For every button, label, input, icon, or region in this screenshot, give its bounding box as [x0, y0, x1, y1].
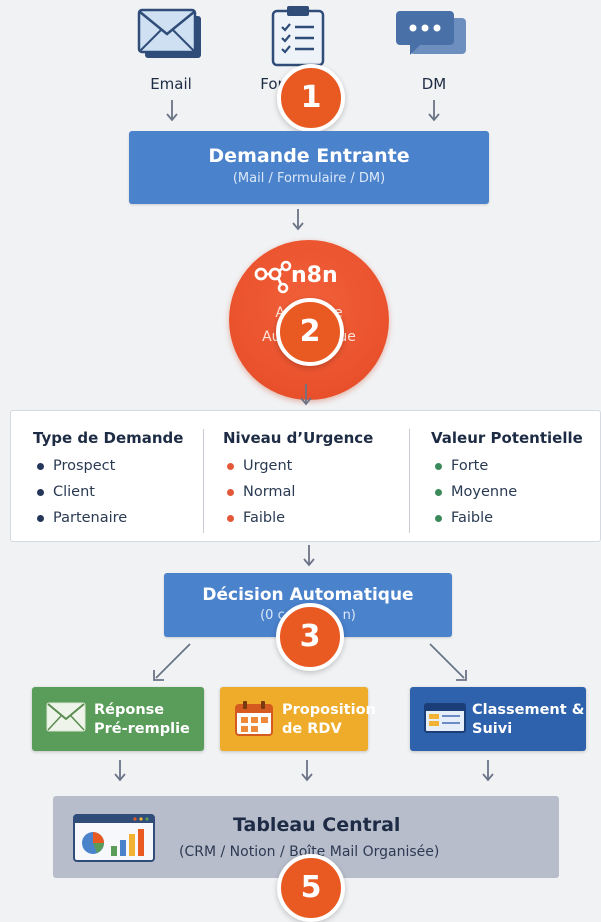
- action-label-line2: de RDV: [282, 721, 342, 737]
- list-item: Forte: [431, 453, 583, 479]
- arrow-down-icon: [291, 209, 305, 231]
- list-item: Partenaire: [33, 505, 183, 531]
- list-item: Client: [33, 479, 183, 505]
- bullet-dot: [227, 515, 234, 522]
- bullet-dot: [435, 515, 442, 522]
- chat-bubble-icon: [396, 8, 468, 68]
- column-title: Valeur Potentielle: [431, 429, 583, 447]
- arrow-down-icon: [427, 100, 441, 122]
- bullet-dot: [37, 515, 44, 522]
- clipboard-checklist-icon: [270, 5, 328, 71]
- column-divider: [203, 429, 204, 533]
- source-label-email: Email: [150, 75, 192, 93]
- source-label-dm: DM: [421, 75, 447, 93]
- incoming-request-subtitle: (Mail / Formulaire / DM): [232, 171, 386, 186]
- step-badge-2: 2: [276, 298, 344, 366]
- list-item: Faible: [223, 505, 373, 531]
- envelope-icon: [137, 8, 205, 66]
- bullet-dot: [435, 463, 442, 470]
- central-dashboard-title: Tableau Central: [233, 814, 401, 836]
- bullet-dot: [37, 463, 44, 470]
- classification-column-value: Valeur Potentielle Forte Moyenne Faible: [431, 429, 583, 531]
- arrow-down-icon: [481, 760, 495, 782]
- dashboard-chart-icon: [73, 814, 155, 866]
- action-prefilled-reply: Réponse Pré-remplie: [32, 687, 204, 751]
- list-item: Moyenne: [431, 479, 583, 505]
- calendar-icon: [234, 701, 274, 741]
- arrow-down-icon: [299, 384, 313, 406]
- step-badge-3: 3: [276, 603, 344, 671]
- action-appointment-proposal: Proposition de RDV: [220, 687, 376, 751]
- action-label-line1: Proposition: [282, 702, 376, 718]
- classification-column-type: Type de Demande Prospect Client Partenai…: [33, 429, 183, 531]
- action-label-line2: Pré-remplie: [94, 721, 190, 737]
- n8n-logo-icon: [253, 258, 293, 302]
- step-badge-5: 5: [277, 854, 345, 922]
- branch-arrows: [153, 643, 467, 681]
- classification-panel: Type de Demande Prospect Client Partenai…: [10, 410, 601, 542]
- central-dashboard-subtitle: (CRM / Notion / Boîte Mail Organisée): [179, 844, 440, 860]
- arrow-down-icon: [302, 545, 316, 567]
- list-item: Normal: [223, 479, 373, 505]
- action-filing-followup: Classement & Suivi: [410, 687, 586, 751]
- action-label-line2: Suivi: [472, 721, 513, 737]
- column-title: Type de Demande: [33, 429, 184, 447]
- bullet-dot: [227, 463, 234, 470]
- envelope-icon: [46, 701, 86, 737]
- decision-subtitle: (0 c n): [260, 608, 356, 623]
- list-item: Faible: [431, 505, 583, 531]
- step-badge-1: 1: [277, 64, 345, 132]
- bullet-dot: [227, 489, 234, 496]
- arrow-down-icon: [113, 760, 127, 782]
- list-item: Prospect: [33, 453, 183, 479]
- incoming-request-box: Demande Entrante (Mail / Formulaire / DM…: [129, 131, 489, 204]
- action-label-line1: Classement &: [472, 702, 585, 718]
- folder-window-icon: [424, 701, 466, 739]
- n8n-logo-text: n8n: [291, 263, 338, 288]
- arrow-down-icon: [300, 760, 314, 782]
- list-item: Urgent: [223, 453, 373, 479]
- arrow-down-icon: [165, 100, 179, 122]
- classification-column-urgency: Niveau d’Urgence Urgent Normal Faible: [223, 429, 373, 531]
- column-title: Niveau d’Urgence: [223, 429, 374, 447]
- decision-title: Décision Automatique: [202, 585, 414, 605]
- bullet-dot: [435, 489, 442, 496]
- action-label-line1: Réponse: [94, 702, 165, 718]
- bullet-dot: [37, 489, 44, 496]
- incoming-request-title: Demande Entrante: [208, 145, 410, 167]
- column-divider: [409, 429, 410, 533]
